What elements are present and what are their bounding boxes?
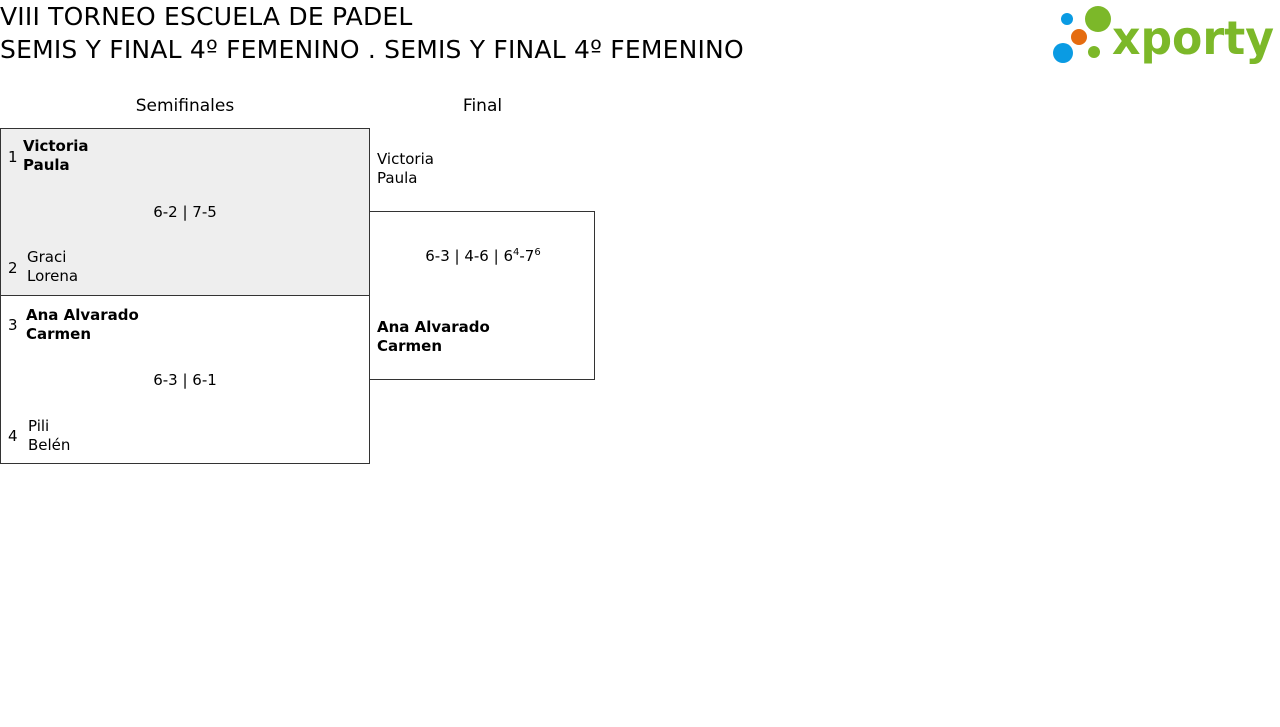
player-name: Carmen <box>26 325 92 343</box>
player-name: Ana Alvarado <box>377 318 490 336</box>
logo-dot-green <box>1085 6 1111 32</box>
round-header-final: Final <box>462 96 503 116</box>
logo-dot-blue-small <box>1061 13 1073 25</box>
match-score: 6-2 | 7-5 <box>153 203 217 221</box>
player-name: Pili <box>28 417 50 435</box>
semifinal-2-box[interactable]: 3 Ana Alvarado Carmen 6-3 | 6-1 4 Pili B… <box>0 295 370 464</box>
semifinal-1-box[interactable]: 1 Victoria Paula 6-2 | 7-5 2 Graci Loren… <box>0 128 370 296</box>
team-1[interactable]: Victoria Paula <box>23 137 89 175</box>
player-name: Carmen <box>377 337 443 355</box>
player-name: Paula <box>377 169 418 187</box>
final-box[interactable]: 6-3 | 4-6 | 64-76 Ana Alvarado Carmen <box>369 211 595 380</box>
tiebreak-a: 4 <box>513 247 520 258</box>
player-name: Graci <box>27 248 67 266</box>
team-2[interactable]: Graci Lorena <box>27 248 78 286</box>
final-team-1[interactable]: Victoria Paula <box>377 150 434 188</box>
player-name: Belén <box>28 436 71 454</box>
seed-number: 4 <box>8 427 18 445</box>
player-name: Paula <box>23 156 70 174</box>
team-4[interactable]: Pili Belén <box>28 417 70 455</box>
logo-dot-green-small <box>1088 46 1100 58</box>
seed-number: 1 <box>8 148 18 166</box>
seed-number: 2 <box>8 259 18 277</box>
logo-dot-orange <box>1071 29 1087 45</box>
team-3[interactable]: Ana Alvarado Carmen <box>26 306 139 344</box>
final-score-sep: -7 <box>519 247 535 265</box>
page-subtitle: SEMIS Y FINAL 4º FEMENINO . SEMIS Y FINA… <box>0 35 744 64</box>
final-score: 6-3 | 4-6 | 64-76 <box>370 247 596 265</box>
match-score: 6-3 | 6-1 <box>153 371 217 389</box>
player-name: Ana Alvarado <box>26 306 139 324</box>
final-team-2[interactable]: Ana Alvarado Carmen <box>377 318 490 356</box>
page-title: VIII TORNEO ESCUELA DE PADEL <box>0 2 413 31</box>
round-header-semis: Semifinales <box>135 96 235 116</box>
logo-text: xporty <box>1112 11 1274 65</box>
final-score-sets: 6-3 | 4-6 | 6 <box>425 247 513 265</box>
player-name: Victoria <box>377 150 434 168</box>
xporty-logo[interactable]: xporty <box>1052 4 1276 66</box>
player-name: Lorena <box>27 267 79 285</box>
player-name: Victoria <box>23 137 89 155</box>
seed-number: 3 <box>8 316 18 334</box>
logo-dot-blue-large <box>1053 43 1073 63</box>
tiebreak-b: 6 <box>534 247 541 258</box>
